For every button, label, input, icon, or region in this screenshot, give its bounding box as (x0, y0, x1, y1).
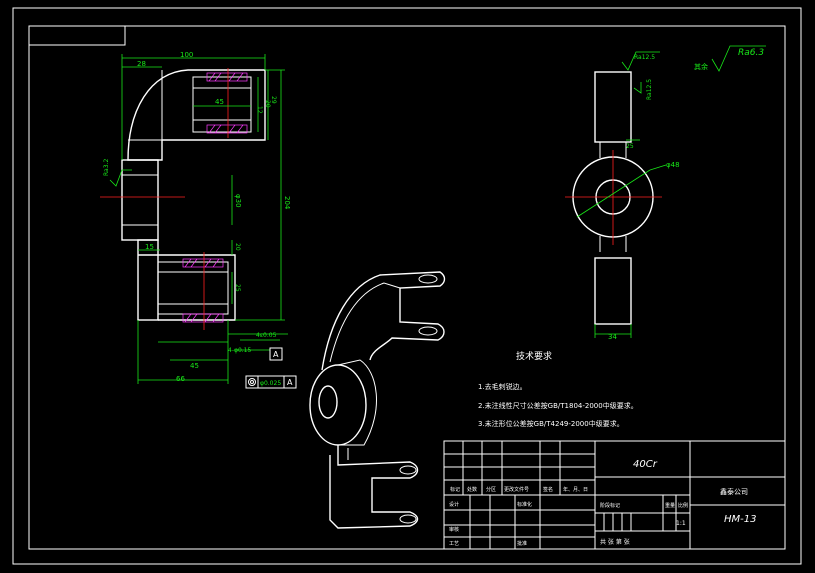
isometric-view (309, 271, 446, 529)
dim-28: 28 (137, 60, 146, 68)
tb-check: 审核 (449, 526, 459, 533)
tb-design: 设计 (449, 501, 459, 508)
tb-stage: 阶段标记 (600, 502, 620, 509)
dim-phi30: φ30 (234, 194, 242, 208)
ra-general: Ra6.3 (738, 48, 764, 58)
tb-drawing-number: HM-13 (724, 514, 756, 525)
dim-25: 25 (234, 284, 241, 292)
dim-29: 29 (270, 96, 277, 104)
fcf-tolerance: φ0.025 (260, 380, 281, 387)
title-block: 标记 处数 分区 更改文件号 签名 年、月、日 设计 标准化 阶段标记 重量 比… (443, 440, 786, 550)
dim-100: 100 (180, 51, 193, 59)
tb-sheet: 共 张 第 张 (600, 538, 630, 546)
technical-notes: 技术要求 1.去毛刺锐边。 2.未注线性尺寸公差按GB/T1804-2000中级… (478, 350, 638, 428)
ra-side: Ra12.5 (646, 79, 653, 100)
tb-count: 处数 (467, 486, 477, 493)
ra-top: Ra12.5 (634, 54, 655, 61)
ra-left: Ra3.2 (103, 159, 110, 176)
outer-frame (12, 7, 802, 565)
note-line-1: 1.去毛刺锐边。 (478, 382, 527, 391)
dim-25-side: 25 (626, 143, 634, 150)
dim-34: 34 (608, 333, 617, 341)
tb-weight: 重量 (665, 502, 675, 509)
datum-a-box: A (273, 350, 279, 359)
hatch-lower (182, 258, 224, 323)
tb-scale-label: 比例 (678, 502, 688, 509)
corner-tag-box (28, 25, 126, 46)
tol-note-b: 4-φ0.15 (228, 347, 251, 354)
ra-general-prefix: 其余 (694, 62, 708, 71)
tol-note-a: 4ε0.05 (256, 332, 277, 339)
fcf-datum: A (287, 378, 293, 387)
dim-phi48: φ48 (666, 161, 680, 169)
tb-date: 年、月、日 (563, 486, 588, 493)
hatch-upper (206, 72, 248, 134)
tb-company: 鑫泰公司 (720, 487, 748, 496)
notes-title: 技术要求 (516, 350, 552, 362)
tb-zone: 分区 (486, 486, 496, 493)
tb-scale: 1:1 (676, 520, 686, 527)
dim-45-lower: 45 (190, 362, 199, 370)
note-line-3: 3.未注形位公差按GB/T4249-2000中级要求。 (478, 419, 624, 428)
dim-20-upper: 20 (264, 100, 271, 108)
note-line-2: 2.未注线性尺寸公差按GB/T1804-2000中级要求。 (478, 401, 638, 410)
inner-frame (28, 25, 786, 550)
dim-15: 15 (145, 243, 154, 251)
tb-docno: 更改文件号 (504, 486, 529, 493)
front-view-dimensions: 100 28 45 12 20 29 204 φ30 15 20 25 45 6… (103, 51, 297, 389)
dim-66: 66 (176, 375, 185, 383)
tb-std: 标准化 (517, 501, 532, 508)
tb-craft: 工艺 (449, 541, 459, 547)
dim-204: 204 (283, 196, 291, 210)
front-view (100, 68, 266, 330)
side-view: φ48 34 25 Ra12.5 Ra12.5 其余 Ra6.3 (565, 45, 766, 341)
tb-approve: 批准 (517, 540, 527, 547)
dim-20-lower: 20 (234, 243, 241, 251)
tb-material: 40Cr (633, 459, 658, 470)
tb-mark: 标记 (450, 486, 460, 493)
dim-45-upper: 45 (215, 98, 224, 106)
dim-12: 12 (256, 106, 263, 114)
tb-sign: 签名 (543, 486, 553, 493)
